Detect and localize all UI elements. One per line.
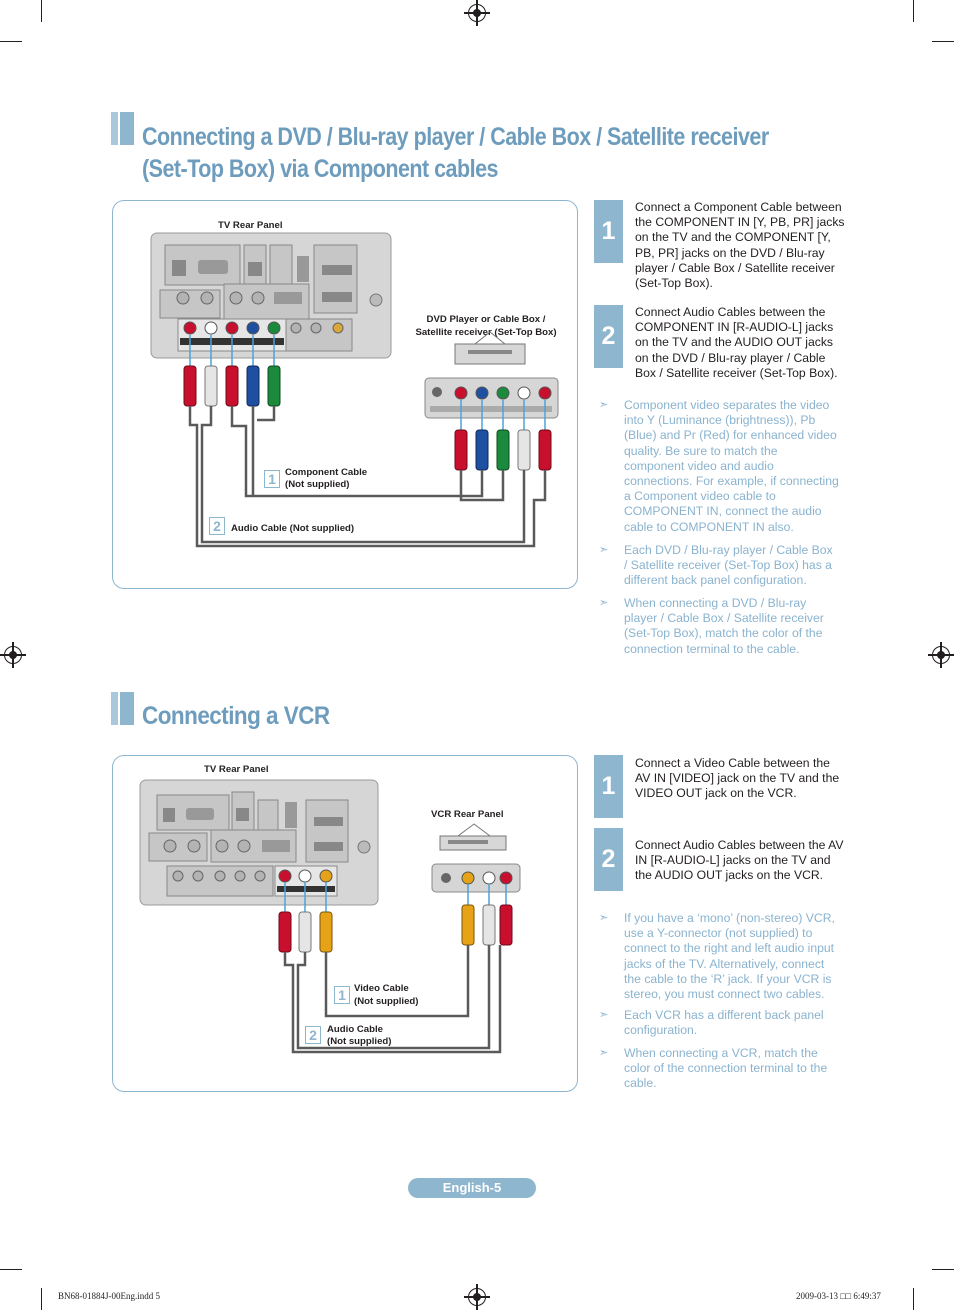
registration-mark-icon — [0, 642, 26, 668]
note-3: When connecting a VCR, match the color o… — [624, 1046, 828, 1091]
note-2: Each VCR has a different back panel conf… — [624, 1008, 824, 1038]
vcr-side-plugs — [461, 884, 513, 946]
note-arrow-icon: ➣ — [599, 912, 609, 924]
crop-mark — [913, 1288, 914, 1310]
title-accent-bar — [111, 112, 118, 145]
cable-1-badge: 1 — [264, 470, 280, 488]
crop-mark — [0, 41, 22, 42]
note-arrow-icon: ➣ — [599, 1047, 609, 1059]
note-arrow-icon: ➣ — [599, 597, 609, 609]
tv-rear-panel-label: TV Rear Panel — [218, 220, 283, 231]
step-2-number: 2 — [594, 305, 623, 368]
title-accent-bar — [111, 692, 118, 725]
cable-wires — [283, 945, 502, 1054]
cable-2-label-line-2: (Not supplied) — [327, 1036, 392, 1047]
cable-1-label-line-2: (Not supplied) — [354, 996, 419, 1007]
step-1-number: 1 — [594, 200, 623, 263]
device-label-line-2: Satellite receiver (Set-Top Box) — [415, 327, 557, 338]
note-3: When connecting a DVD / Blu-ray player /… — [624, 596, 824, 656]
section-title-line-2: (Set-Top Box) via Component cables — [142, 155, 498, 183]
cable-2-label-line-1: Audio Cable — [327, 1024, 383, 1035]
step-2-text: Connect Audio Cables between the AV IN [… — [635, 838, 844, 883]
crop-mark — [41, 1288, 42, 1310]
note-arrow-icon: ➣ — [599, 544, 609, 556]
cable-1-label-line-1: Video Cable — [354, 983, 409, 994]
vcr-rear-panel-label: VCR Rear Panel — [431, 809, 504, 820]
tv-rear-panel — [139, 779, 379, 906]
registration-mark-icon — [464, 1284, 490, 1310]
file-slug: BN68-01884J-00Eng.indd 5 — [58, 1291, 160, 1301]
step-1-text: Connect a Component Cable between the CO… — [635, 200, 845, 291]
tv-side-plugs — [278, 882, 333, 953]
cable-1-label-line-1: Component Cable — [285, 467, 368, 478]
step-1-text: Connect a Video Cable between the AV IN … — [635, 756, 840, 801]
cable-1-label-line-2: (Not supplied) — [285, 479, 350, 490]
cable-wires — [188, 406, 547, 548]
tv-rear-panel — [150, 232, 392, 359]
note-arrow-icon: ➣ — [599, 1009, 609, 1021]
step-2-text: Connect Audio Cables between the COMPONE… — [635, 305, 838, 380]
crop-mark — [932, 1269, 954, 1270]
cable-2-label: Audio Cable (Not supplied) — [231, 523, 355, 534]
step-2-number: 2 — [594, 828, 623, 891]
crop-mark — [0, 1269, 22, 1270]
section-title-line-1: Connecting a DVD / Blu-ray player / Cabl… — [142, 123, 769, 151]
page-number: English-5 — [408, 1178, 536, 1198]
crop-mark — [932, 41, 954, 42]
note-arrow-icon: ➣ — [599, 399, 609, 411]
crop-mark — [41, 0, 42, 22]
registration-mark-icon — [464, 0, 490, 26]
cable-2-badge: 2 — [209, 517, 225, 535]
crop-mark — [913, 0, 914, 22]
registration-mark-icon — [928, 642, 954, 668]
cable-2-badge: 2 — [305, 1026, 321, 1044]
title-accent-bar — [120, 692, 134, 725]
note-1: Component video separates the video into… — [624, 398, 839, 534]
timestamp-slug: 2009-03-13 □□ 6:49:37 — [796, 1291, 881, 1301]
tv-rear-panel-label: TV Rear Panel — [204, 764, 269, 775]
note-2: Each DVD / Blu-ray player / Cable Box / … — [624, 543, 833, 588]
device-side-plugs — [454, 400, 552, 471]
cable-1-badge: 1 — [334, 986, 350, 1004]
device-label-line-1: DVD Player or Cable Box / — [426, 314, 546, 325]
note-1: If you have a ‘mono’ (non-stereo) VCR, u… — [624, 911, 835, 1002]
title-accent-bar — [120, 112, 134, 145]
vcr-device — [431, 823, 521, 893]
step-1-number: 1 — [594, 755, 623, 818]
section-title: Connecting a VCR — [142, 702, 330, 730]
